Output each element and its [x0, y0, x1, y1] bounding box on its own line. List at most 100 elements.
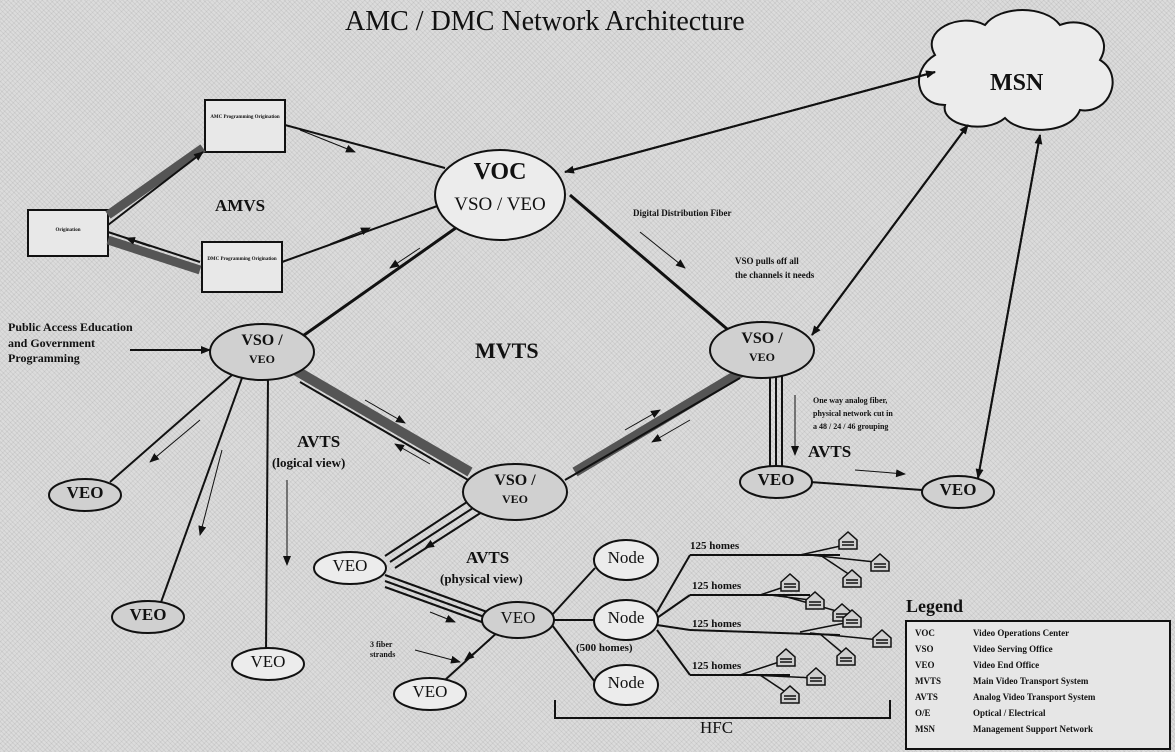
veo-label: VEO: [250, 652, 286, 671]
legend-title: Legend: [906, 596, 964, 616]
public-access-line-3: Programming: [8, 351, 80, 366]
legend-abbr: VSO: [915, 644, 934, 654]
mvts-label: MVTS: [475, 338, 539, 363]
hfc-label: HFC: [700, 718, 734, 737]
legend-abbr: MSN: [915, 724, 935, 734]
veo-label: VEO: [66, 483, 104, 502]
house-icon: [776, 647, 796, 667]
legend-abbr: AVTS: [915, 692, 938, 702]
hfc-node-label: Node: [607, 608, 645, 627]
legend-desc: Video Operations Center: [973, 628, 1070, 638]
house-icon: [872, 628, 892, 648]
source-box-label: Origination: [55, 228, 81, 233]
veo-node: [739, 465, 813, 499]
dmc-box: [201, 241, 283, 293]
legend-row: VSO Video Serving Office: [915, 644, 1053, 654]
voc-label: VOC: [473, 159, 527, 185]
veo-right-label: VEO: [748, 350, 775, 364]
vso-pulls-line-2: the channels it needs: [735, 269, 815, 280]
avts-physical-sublabel: (physical view): [440, 571, 523, 586]
house-icon: [870, 552, 890, 572]
vso-pulls-line-1: VSO pulls off all: [735, 256, 799, 266]
public-access-annotation: Public Access Education and Government P…: [8, 320, 133, 367]
legend-desc: Management Support Network: [973, 724, 1093, 734]
avts-logical-label: AVTS: [297, 432, 341, 451]
house-icon: [806, 666, 826, 686]
house-icon: [780, 572, 800, 592]
legend-desc: Optical / Electrical: [973, 708, 1046, 718]
veo-center-label: VEO: [501, 492, 528, 506]
veo-node: [48, 478, 122, 512]
legend-row: O/E Optical / Electrical: [915, 708, 1045, 718]
one-way-line-3: a 48 / 24 / 46 grouping: [813, 421, 889, 431]
amc-box-label: AMC Programming Origination: [210, 115, 280, 120]
vso-center-label: VSO /: [494, 472, 536, 489]
homes-label: 125 homes: [692, 618, 742, 630]
voc-node: [434, 149, 566, 241]
avts-logical-sublabel: (logical view): [272, 455, 346, 470]
vso-left-node: [209, 323, 315, 381]
veo-node: [481, 601, 555, 639]
legend-row: MVTS Main Video Transport System: [915, 676, 1088, 686]
msn-cloud: [918, 9, 1114, 131]
veo-node: [393, 677, 467, 711]
veo-node: [111, 600, 185, 634]
avts-right-label: AVTS: [808, 442, 852, 461]
vso-right-node: [709, 321, 815, 379]
public-access-line-1: Public Access Education: [8, 320, 133, 334]
source-box: [27, 209, 109, 257]
vso-pulls-annotation: VSO pulls off all the channels it needs: [735, 255, 814, 282]
fiber-strands-line-2: strands: [370, 650, 396, 660]
veo-label: VEO: [757, 470, 795, 489]
veo-label: VEO: [412, 682, 448, 701]
legend-desc: Video Serving Office: [973, 644, 1053, 654]
veo-left-label: VEO: [248, 352, 275, 366]
veo-node: [313, 551, 387, 585]
one-way-fiber-annotation: One way analog fiber, physical network c…: [813, 395, 893, 433]
legend-row: VEO Video End Office: [915, 660, 1039, 670]
legend-abbr: VEO: [915, 660, 935, 670]
digital-fiber-annotation: Digital Distribution Fiber: [633, 208, 732, 218]
legend-abbr: VOC: [915, 628, 935, 638]
veo-label: VEO: [939, 480, 977, 499]
homes-label: 125 homes: [692, 580, 742, 592]
vso-left-label: VSO /: [241, 332, 283, 349]
veo-node: [231, 647, 305, 681]
legend-desc: Analog Video Transport System: [973, 692, 1096, 702]
legend-abbr: O/E: [915, 708, 931, 718]
one-way-line-1: One way analog fiber,: [813, 396, 888, 405]
dmc-box-label: DMC Programming Origination: [207, 257, 277, 262]
hfc-node: [593, 539, 659, 581]
homes-icons: [776, 530, 892, 704]
legend-desc: Video End Office: [973, 660, 1040, 670]
homes-label: 125 homes: [692, 660, 742, 672]
public-access-line-2: and Government: [8, 335, 95, 350]
node-homes-label: (500 homes): [576, 642, 633, 654]
homes-label: 125 homes: [690, 540, 740, 552]
voc-sub-label: VSO / VEO: [454, 194, 546, 215]
hfc-node: [593, 599, 659, 641]
house-icon: [838, 530, 858, 550]
fiber-strands-annotation: 3 fiber strands: [370, 640, 395, 661]
veo-label: VEO: [129, 605, 167, 624]
veo-node: [921, 475, 995, 509]
msn-label: MSN: [990, 70, 1044, 96]
legend-row: VOC Video Operations Center: [915, 628, 1069, 638]
hfc-node: [593, 664, 659, 706]
legend-desc: Main Video Transport System: [973, 676, 1089, 686]
diagram-title: AMC / DMC Network Architecture: [345, 6, 745, 37]
hfc-node-label: Node: [607, 673, 645, 692]
amvs-label: AMVS: [215, 196, 266, 215]
hfc-node-label: Node: [607, 548, 645, 567]
veo-label: VEO: [332, 556, 368, 575]
legend-row: MSN Management Support Network: [915, 724, 1093, 734]
avts-physical-label: AVTS: [466, 548, 510, 567]
house-icon: [780, 684, 800, 704]
legend-row: AVTS Analog Video Transport System: [915, 692, 1095, 702]
one-way-line-2: physical network cut in: [813, 408, 893, 418]
fiber-strands-line-1: 3 fiber: [370, 640, 393, 649]
legend-abbr: MVTS: [915, 676, 942, 686]
vso-right-label: VSO /: [741, 330, 783, 347]
